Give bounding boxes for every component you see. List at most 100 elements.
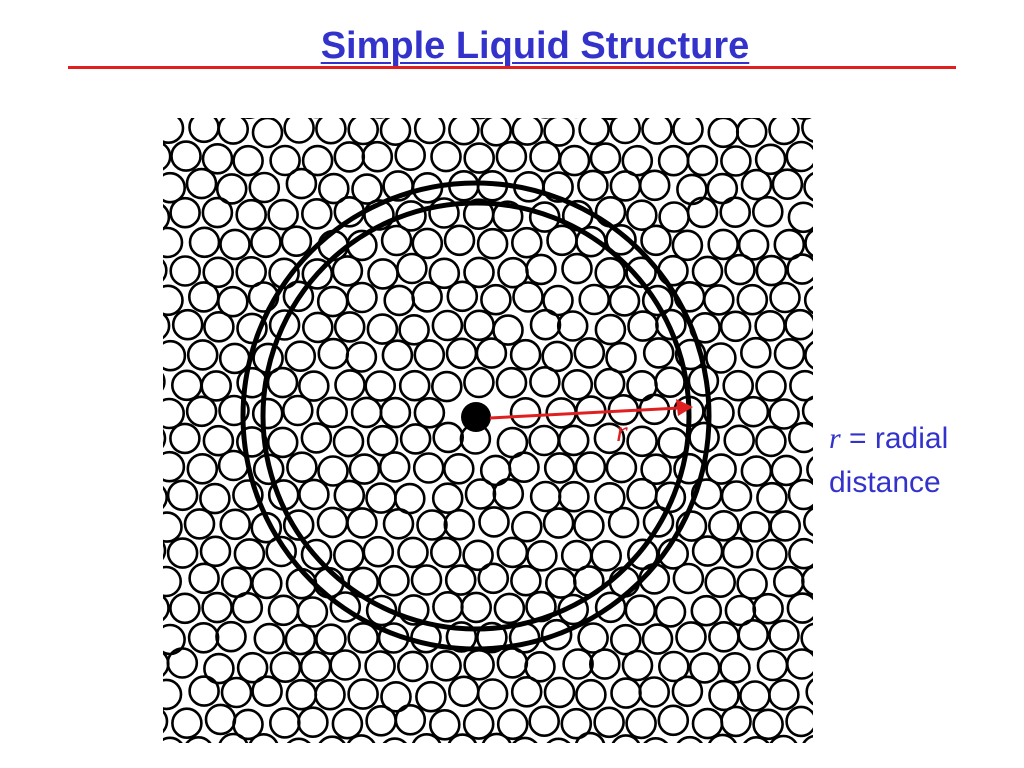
particle <box>201 196 234 229</box>
particle <box>770 454 803 487</box>
particle <box>398 314 430 346</box>
particle <box>204 703 237 736</box>
particle <box>163 595 170 622</box>
particle <box>605 341 637 374</box>
particle <box>447 733 477 743</box>
particle <box>672 118 704 146</box>
particle <box>331 255 364 287</box>
particle <box>364 650 396 682</box>
particle <box>397 536 429 569</box>
particle <box>756 538 788 571</box>
particle <box>296 596 329 628</box>
particle <box>201 591 233 624</box>
particle <box>163 226 184 259</box>
particle <box>397 650 429 683</box>
particle <box>578 118 610 146</box>
particle <box>366 424 399 457</box>
particle <box>788 421 813 454</box>
particle <box>540 618 573 651</box>
particle <box>719 196 752 228</box>
particle <box>411 281 443 313</box>
particle <box>432 421 465 454</box>
particle <box>345 341 378 373</box>
particle <box>589 142 622 174</box>
particle <box>348 453 381 485</box>
particle <box>219 228 251 261</box>
particle <box>235 198 267 231</box>
particle <box>593 481 626 514</box>
particle <box>282 509 315 541</box>
particle <box>428 197 460 229</box>
particle <box>163 118 164 119</box>
particle <box>215 173 248 205</box>
particle <box>379 118 412 146</box>
particle <box>751 195 784 228</box>
particle <box>544 567 577 599</box>
particle <box>785 705 813 738</box>
particle <box>609 118 641 145</box>
particle <box>671 675 704 708</box>
particle <box>269 144 301 177</box>
particle <box>739 510 771 543</box>
particle <box>707 228 740 261</box>
particle <box>185 167 218 200</box>
particle <box>625 256 657 289</box>
particle <box>495 366 528 399</box>
caption-variable: r <box>829 422 841 455</box>
particle <box>542 171 574 203</box>
particle <box>383 284 415 317</box>
particle <box>772 565 805 598</box>
particle <box>231 591 264 624</box>
particle <box>475 337 508 369</box>
particle <box>301 198 333 230</box>
particle <box>379 396 412 429</box>
particle <box>346 507 378 539</box>
particle <box>720 480 753 512</box>
particle <box>801 565 813 597</box>
particle <box>163 450 186 483</box>
particle <box>201 142 234 175</box>
particle <box>251 397 284 430</box>
particle <box>266 366 299 399</box>
particle <box>800 622 813 654</box>
particle <box>655 308 687 341</box>
particle <box>236 312 268 345</box>
particle <box>708 620 740 653</box>
particle <box>557 424 590 457</box>
particle <box>398 369 431 402</box>
particle <box>250 226 282 259</box>
particle <box>248 171 281 204</box>
particle <box>686 196 719 229</box>
particle <box>163 397 185 430</box>
particle <box>166 647 199 679</box>
particle <box>199 482 231 515</box>
particle <box>574 731 606 743</box>
particle <box>686 144 719 177</box>
particle <box>163 565 182 598</box>
particle <box>413 339 446 371</box>
particle <box>463 366 495 399</box>
particle <box>621 144 654 177</box>
particle <box>721 536 754 569</box>
particle <box>691 255 724 288</box>
particle <box>594 196 627 228</box>
particle <box>183 508 216 540</box>
particle <box>525 253 557 286</box>
particle <box>803 172 813 202</box>
particle <box>605 451 638 484</box>
particle <box>703 396 735 429</box>
outer-shell-circle <box>240 180 712 652</box>
particle <box>282 394 314 427</box>
particle <box>413 118 446 145</box>
particle <box>446 280 479 313</box>
particle <box>169 196 201 229</box>
particle <box>590 539 623 572</box>
particle <box>574 451 607 483</box>
particle <box>448 118 480 146</box>
particle <box>282 280 315 313</box>
particle <box>463 142 496 174</box>
particle <box>428 708 461 741</box>
particle <box>787 478 813 511</box>
particle <box>331 707 364 740</box>
particle <box>558 480 590 513</box>
